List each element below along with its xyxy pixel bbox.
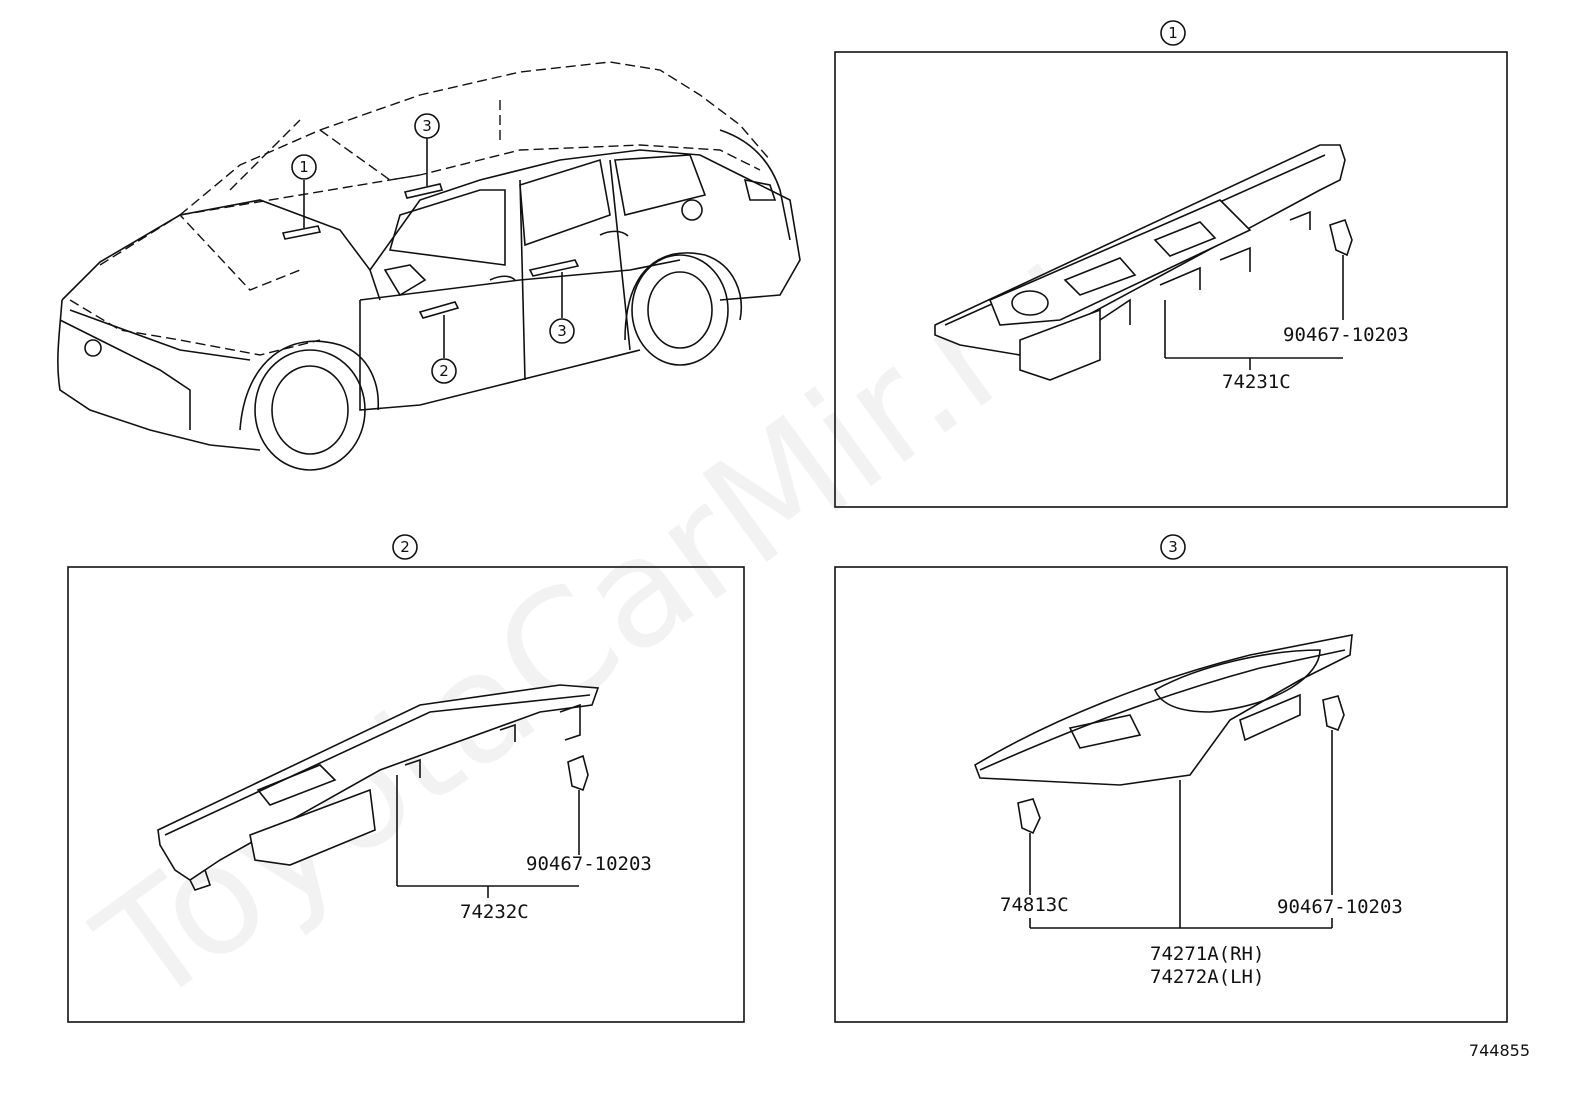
panel-1-callout[interactable]: 1 (1160, 20, 1186, 46)
panel-3-switch-drawing (974, 634, 1353, 786)
panel-3-frame (834, 566, 1508, 1023)
panel-3-part-clip-b[interactable]: 90467-10203 (1277, 896, 1403, 918)
panel-1-part-clip[interactable]: 90467-10203 (1283, 324, 1409, 346)
panel-3-callout[interactable]: 3 (1160, 534, 1186, 560)
panel-1-callout-label: 1 (1168, 24, 1178, 42)
car-callout-1-label: 1 (299, 158, 309, 176)
panel-2-callout-label: 2 (400, 538, 410, 556)
master-switch-drawing (934, 144, 1346, 381)
panel-2: 2 90467-10203 74232C (67, 534, 745, 1023)
panel-1-part-switch[interactable]: 74231C (1222, 371, 1291, 393)
clip-1 (1329, 218, 1353, 320)
panel-3-part-switch-lh[interactable]: 74272A(LH) (1150, 966, 1264, 988)
car-overview-illustration (57, 61, 801, 471)
car-callout-3-roof-label: 3 (422, 117, 432, 135)
panel-3-part-switch-rh[interactable]: 74271A(RH) (1150, 943, 1264, 965)
clip-3a (1017, 798, 1041, 895)
clip-2 (567, 754, 589, 855)
car-callout-2[interactable]: 2 (431, 358, 457, 384)
panel-2-part-clip[interactable]: 90467-10203 (526, 853, 652, 875)
panel-2-callout[interactable]: 2 (392, 534, 418, 560)
diagram-id: 744855 (1469, 1041, 1530, 1060)
car-callout-3-rear-door[interactable]: 3 (549, 318, 575, 344)
car-callout-3-roof[interactable]: 3 (414, 113, 440, 139)
panel-2-switch-drawing (157, 684, 600, 891)
car-callout-2-label: 2 (439, 362, 449, 380)
panel-1: 1 90467-10203 74231C (834, 20, 1508, 508)
panel-2-frame (67, 566, 745, 1023)
panel-3-callout-label: 3 (1168, 538, 1178, 556)
car-callout-3-rear-door-label: 3 (557, 322, 567, 340)
clip-3b (1322, 695, 1345, 895)
panel-2-part-switch[interactable]: 74232C (460, 901, 529, 923)
panel-1-frame (834, 51, 1508, 508)
panel-3-part-clip-a[interactable]: 74813C (1000, 894, 1069, 916)
panel-3: 3 74813C 90467-10203 74271A(RH) 74272A(L… (834, 534, 1508, 1023)
car-callout-1[interactable]: 1 (291, 154, 317, 180)
